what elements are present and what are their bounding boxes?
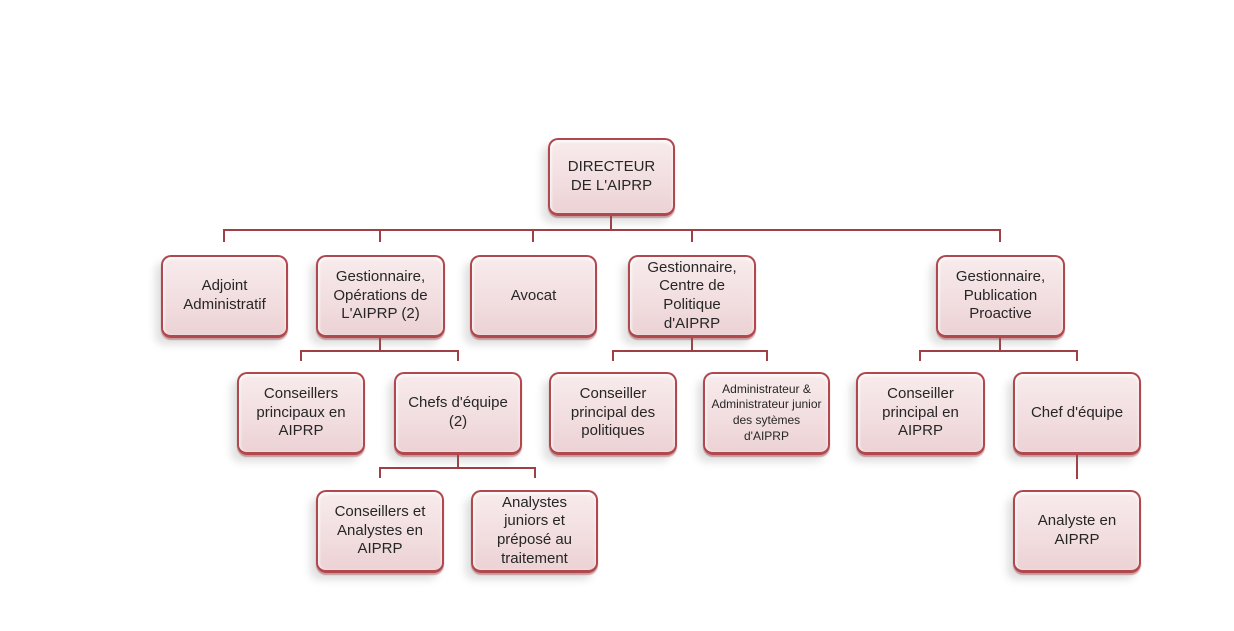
org-node-avocat: Avocat (470, 255, 597, 338)
connector (300, 350, 459, 352)
org-node-label: Gestionnaire, Centre de Politique d'AIPR… (647, 258, 737, 332)
org-node-label: Conseillers et Analystes en AIPRP (334, 502, 426, 558)
org-node-chef-equipe: Chef d'équipe (1013, 372, 1141, 455)
org-node-label: Conseiller principal en AIPRP (882, 384, 959, 440)
org-node-chefs-equipe: Chefs d'équipe (2) (394, 372, 522, 455)
org-node-analyste-aiprp: Analyste en AIPRP (1013, 490, 1141, 573)
org-node-conseillers-principaux-aiprp: Conseillers principaux en AIPRP (237, 372, 365, 455)
org-node-administrateurs-systemes: Administrateur & Administrateur junior d… (703, 372, 830, 455)
org-node-label: Conseiller principal des politiques (570, 384, 656, 440)
connector (457, 350, 459, 361)
connector (532, 229, 534, 242)
connector (612, 350, 768, 352)
connector (999, 336, 1001, 352)
org-node-gestionnaire-publication-proactive: Gestionnaire, Publication Proactive (936, 255, 1065, 338)
org-node-label: Gestionnaire, Publication Proactive (955, 267, 1046, 323)
connector (379, 336, 381, 352)
org-node-label: Avocat (510, 286, 557, 304)
org-node-conseiller-principal-aiprp: Conseiller principal en AIPRP (856, 372, 985, 455)
org-node-label: Analystes juniors et préposé au traiteme… (496, 493, 573, 567)
connector (691, 336, 693, 352)
connector (610, 214, 612, 230)
connector (612, 350, 614, 361)
org-node-gestionnaire-operations: Gestionnaire, Opérations de L'AIPRP (2) (316, 255, 445, 338)
org-node-label: DIRECTEUR DE L'AIPRP (567, 157, 656, 194)
org-node-adjoint-administratif: Adjoint Administratif (161, 255, 288, 338)
org-node-conseiller-principal-politiques: Conseiller principal des politiques (549, 372, 677, 455)
org-node-gestionnaire-centre-politique: Gestionnaire, Centre de Politique d'AIPR… (628, 255, 756, 338)
connector (534, 467, 536, 478)
connector (691, 229, 693, 242)
connector (223, 229, 225, 242)
org-node-label: Adjoint Administratif (183, 277, 266, 313)
connector (379, 467, 381, 478)
connector (379, 229, 381, 242)
org-node-label: Analyste en AIPRP (1037, 512, 1117, 548)
connector (919, 350, 921, 361)
org-node-label: Conseillers principaux en AIPRP (256, 384, 346, 440)
org-node-label: Administrateur & Administrateur junior d… (711, 381, 822, 443)
connector (300, 350, 302, 361)
connector (766, 350, 768, 361)
org-node-conseillers-analystes-aiprp: Conseillers et Analystes en AIPRP (316, 490, 444, 573)
connector (999, 229, 1001, 242)
org-node-directeur: DIRECTEUR DE L'AIPRP (548, 138, 675, 216)
connector (1076, 453, 1078, 479)
org-node-analystes-juniors-prepose: Analystes juniors et préposé au traiteme… (471, 490, 598, 573)
org-node-label: Chefs d'équipe (2) (408, 394, 508, 430)
connector (1076, 350, 1078, 361)
org-node-label: Gestionnaire, Opérations de L'AIPRP (2) (333, 267, 428, 323)
connector (457, 453, 459, 469)
connector (379, 467, 536, 469)
connector (919, 350, 1078, 352)
connector (223, 229, 1001, 231)
org-node-label: Chef d'équipe (1030, 403, 1124, 421)
